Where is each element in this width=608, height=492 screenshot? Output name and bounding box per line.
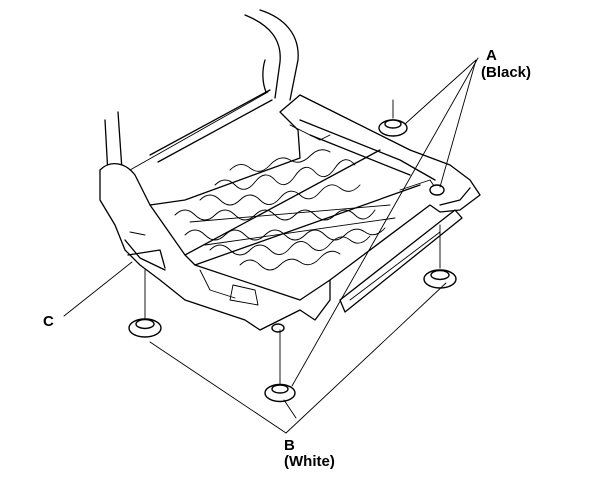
grommet-a-rear: [378, 119, 408, 137]
callout-b: B (White): [284, 437, 335, 470]
grommet-frame-front: [271, 323, 285, 333]
grommets: [128, 119, 457, 403]
seat-springs: [174, 149, 396, 271]
grommet-a-frame: [429, 184, 445, 196]
callout-c-letter: C: [43, 313, 54, 330]
mount-axis-lines: [144, 99, 441, 386]
leader-lines: [63, 57, 479, 434]
callout-b-letter: B: [284, 437, 295, 454]
grommet-b-right: [423, 269, 457, 289]
grommet-b-left: [128, 318, 162, 338]
grommet-b-front: [264, 383, 296, 403]
callout-c: C: [43, 313, 54, 330]
seat-back: [104, 9, 299, 176]
callout-a-note: (Black): [481, 64, 531, 81]
callout-b-note: (White): [284, 453, 335, 470]
seat-frame: [99, 94, 481, 331]
callout-a-letter: A: [486, 47, 497, 64]
callout-a: A (Black): [481, 47, 531, 81]
